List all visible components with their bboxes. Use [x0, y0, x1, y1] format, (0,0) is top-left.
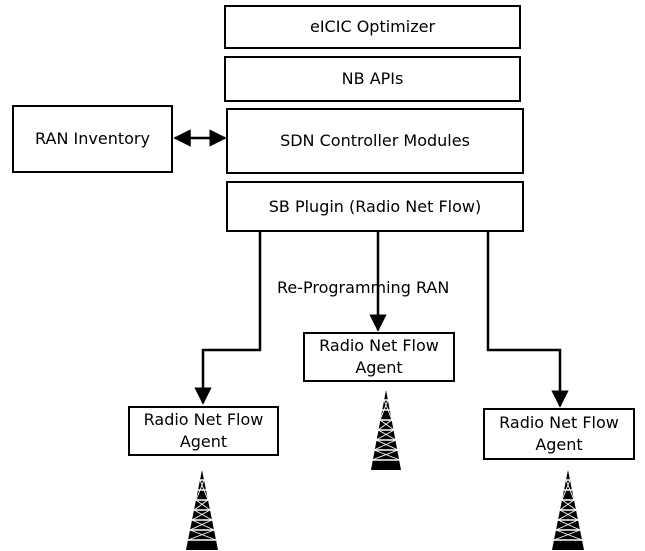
- sb-plugin-label: SB Plugin (Radio Net Flow): [268, 196, 482, 216]
- agent-label-line2: Agent: [355, 358, 403, 377]
- eicic-optimizer-label: eICIC Optimizer: [309, 17, 436, 36]
- agent-label-line1: Radio Net Flow: [499, 413, 619, 432]
- connector-left-agent: [194, 232, 262, 405]
- sb-plugin-box: SB Plugin (Radio Net Flow): [226, 181, 524, 232]
- sdn-controller-box: SDN Controller Modules: [226, 108, 524, 174]
- sdn-controller-label: SDN Controller Modules: [280, 131, 470, 150]
- agent-label-line1: Radio Net Flow: [143, 410, 264, 429]
- nb-apis-label: NB APIs: [341, 69, 404, 88]
- reprogramming-label: Re-Programming RAN: [277, 278, 450, 297]
- radio-tower-icon: [186, 470, 218, 550]
- eicic-optimizer-box: eICIC Optimizer: [224, 5, 521, 49]
- ran-inventory-label: RAN Inventory: [35, 129, 150, 148]
- agent-box-center: Radio Net Flow Agent: [303, 332, 455, 382]
- agent-box-right: Radio Net Flow Agent: [483, 408, 635, 460]
- agent-label-line1: Radio Net Flow: [319, 336, 439, 355]
- nb-apis-box: NB APIs: [224, 56, 521, 102]
- radio-tower-icon: [552, 470, 584, 550]
- radio-tower-icon: [371, 390, 401, 470]
- connector-right-agent: [486, 232, 569, 408]
- agent-label-line2: Agent: [535, 435, 583, 454]
- agent-label-line2: Agent: [179, 432, 228, 451]
- agent-box-left: Radio Net Flow Agent: [128, 406, 279, 456]
- ran-inventory-box: RAN Inventory: [12, 105, 173, 173]
